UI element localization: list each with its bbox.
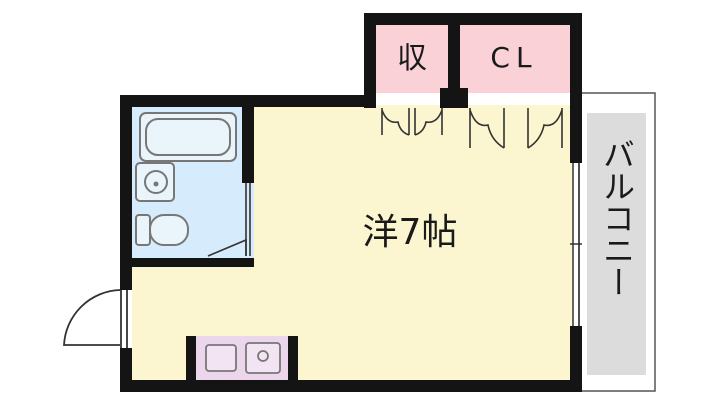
kitchen-sink-icon — [205, 344, 237, 372]
cl-closet-doors — [469, 108, 563, 149]
storage-closet-floor — [375, 23, 449, 93]
balcony-window — [570, 163, 582, 326]
toilet-icon — [135, 214, 189, 246]
entrance-door — [63, 289, 128, 348]
bathroom-door — [207, 183, 251, 257]
balcony-label: バルコニー — [598, 138, 636, 298]
bathtub-icon — [139, 112, 237, 162]
room-label: 洋7帖 — [362, 212, 458, 253]
walls — [120, 13, 582, 392]
cl-closet-floor — [459, 23, 572, 93]
storage-closet-doors — [381, 108, 443, 136]
storage-label: 収 — [397, 41, 427, 76]
balcony-floor — [587, 113, 646, 375]
stove-icon — [245, 342, 281, 374]
kitchen-counter — [196, 336, 288, 380]
wash-basin-icon — [135, 162, 175, 202]
closet-label: CL — [490, 41, 538, 74]
